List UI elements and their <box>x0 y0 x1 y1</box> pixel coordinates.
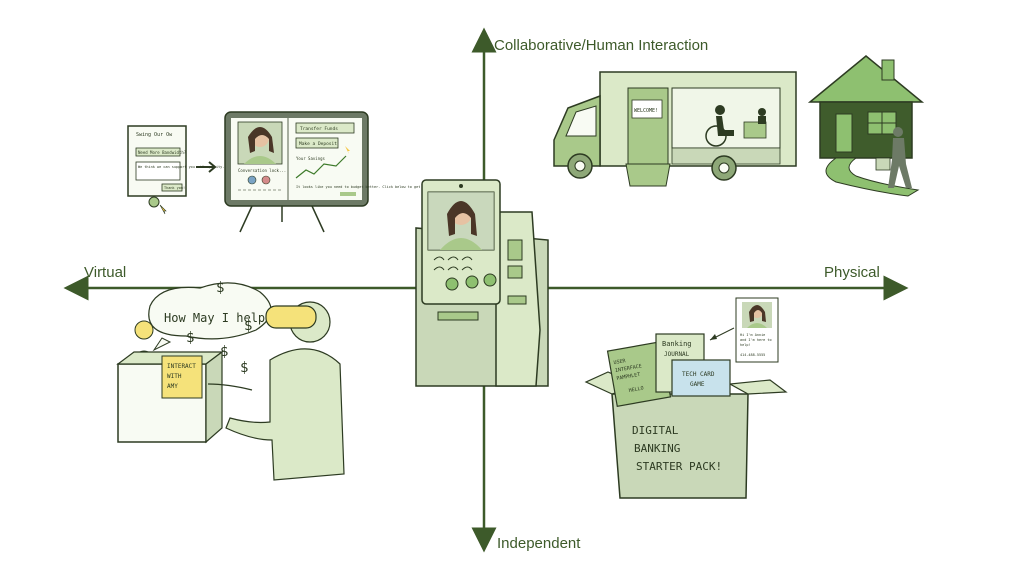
mobile-bank-van-illustration: WELCOME! <box>553 71 797 187</box>
card-line-2: and I'm here to <box>740 338 772 342</box>
vr-sign-line-1: INTERACT <box>167 363 196 370</box>
vr-assistant-illustration: How May I help you? $ $ $ $ $ INTERACT W… <box>116 280 345 481</box>
axis-label-physical: Physical <box>824 264 880 281</box>
arrow-right-icon <box>196 161 217 173</box>
axis-label-virtual: Virtual <box>84 264 127 281</box>
atm-kiosk-illustration <box>415 179 549 387</box>
dollar-icon: $ <box>220 344 228 360</box>
web-form-title: Swing Our Ow <box>136 132 173 138</box>
van-sign: WELCOME! <box>634 108 658 114</box>
web-form-button: Thank you! <box>164 186 185 190</box>
video-caption: Conversation lock... <box>238 168 286 173</box>
web-form-body: We think we can support you with quality… <box>138 165 224 169</box>
web-form-illustration: Swing Our Ow Need More Bandwidth? We thi… <box>127 125 224 215</box>
savings-label: Your Savings <box>296 156 325 161</box>
journal-line-2: JOURNAL <box>664 351 690 358</box>
box-label-line-3: STARTER PACK! <box>636 460 722 473</box>
vr-sign-line-3: AMY <box>167 383 178 390</box>
game-line-2: GAME <box>690 381 705 388</box>
starter-pack-box-illustration: USER INTERFACE PAMPHLET HELLO Banking JO… <box>584 297 788 499</box>
dollar-icon: $ <box>240 360 248 376</box>
web-form-field: Need More Bandwidth? <box>138 150 187 155</box>
axis-label-collaborative: Collaborative/Human Interaction <box>494 37 709 54</box>
game-line-1: TECH CARD <box>682 371 715 378</box>
video-screen-illustration: Conversation lock... Transfer Funds Make… <box>224 111 439 233</box>
journal-line-1: Banking <box>662 340 692 348</box>
box-label-line-2: BANKING <box>634 442 680 455</box>
pamphlet-line-2: INTERFACE <box>615 363 643 374</box>
house-illustration <box>807 55 925 197</box>
box-label-line-1: DIGITAL <box>632 424 679 437</box>
make-deposit-label: Make a Deposit <box>299 141 337 147</box>
card-line-3: help! <box>740 343 751 347</box>
pamphlet-line-4: HELLO <box>628 385 644 394</box>
budget-note: It looks like you need to budget better.… <box>296 185 439 189</box>
card-phone: 414-488-5555 <box>740 353 765 357</box>
dollar-icon: $ <box>186 330 194 346</box>
dollar-icon: $ <box>244 318 252 334</box>
vr-sign-line-2: WITH <box>167 373 182 380</box>
axis-label-independent: Independent <box>497 535 581 552</box>
dollar-icon: $ <box>216 280 224 296</box>
transfer-funds-label: Transfer Funds <box>300 126 338 132</box>
pamphlet-line-1: USER <box>613 358 627 366</box>
pamphlet-line-3: PAMPHLET <box>616 372 641 382</box>
card-line-1: Hi I'm Annie <box>740 333 765 337</box>
